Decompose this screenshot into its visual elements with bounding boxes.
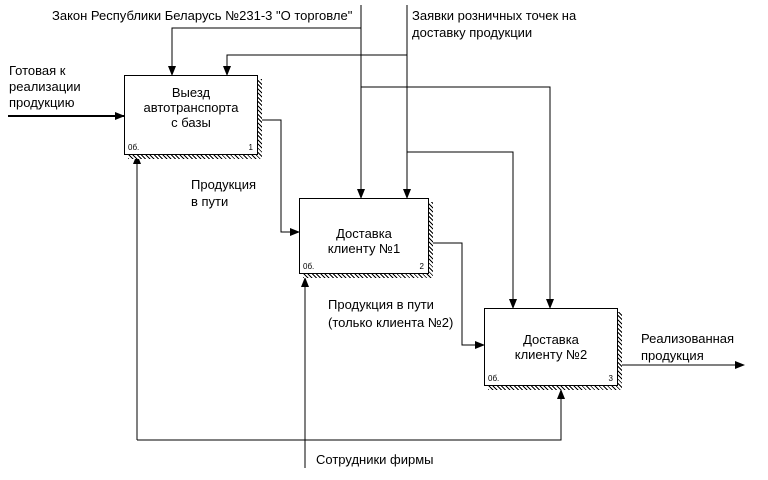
activity-box-2[interactable]: Доставка клиенту №1 0б. 2: [299, 198, 429, 274]
label-staff: Сотрудники фирмы: [316, 452, 434, 467]
arrow-box2-to-box3: [429, 242, 485, 349]
arrow-law-to-box3: [361, 86, 554, 309]
label-orders: Заявки розничных точек на доставку проду…: [412, 8, 577, 40]
arrow-box1-to-box2: [258, 119, 300, 236]
arrow-staff-to-box3: [137, 389, 565, 441]
label-transit: Продукция в пути: [191, 177, 257, 209]
activity-box-1[interactable]: Выезд автотранспорта с базы 0б. 1: [124, 75, 258, 155]
activity-code-2: 0б.: [303, 262, 315, 271]
activity-title-2: Доставка клиенту №1: [327, 226, 401, 256]
activity-title-1: Выезд автотранспорта с базы: [143, 85, 239, 130]
activity-number-1: 1: [248, 143, 253, 152]
arrow-orders-to-box1: [223, 5, 408, 76]
activity-number-2: 2: [419, 262, 424, 271]
arrow-orders-to-box3: [407, 151, 517, 309]
activity-number-3: 3: [608, 374, 613, 383]
activity-title-3: Доставка клиенту №2: [514, 332, 588, 362]
label-law: Закон Республики Беларусь №231-3 "О торг…: [52, 8, 353, 23]
label-input: Готовая к реализации продукцию: [9, 63, 81, 110]
arrow-law-to-box1: [168, 5, 362, 76]
label-output: Реализованная продукция: [641, 331, 735, 363]
activity-box-3[interactable]: Доставка клиенту №2 0б. 3: [484, 308, 618, 386]
activity-code-1: 0б.: [128, 143, 140, 152]
activity-code-3: 0б.: [488, 374, 500, 383]
label-transit-client2: Продукция в пути (только клиента №2): [328, 297, 454, 330]
